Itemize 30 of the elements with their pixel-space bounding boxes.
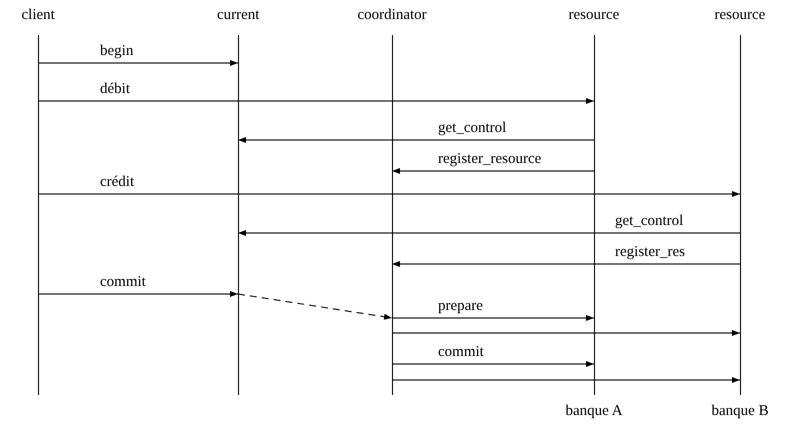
message-label: get_control [615, 212, 684, 230]
message-label: prepare [438, 297, 483, 315]
message-arrow [38, 291, 238, 297]
message-arrow [392, 377, 740, 383]
message-arrow [238, 294, 392, 320]
message-label: register_resource [438, 150, 542, 168]
lifeline-caption: banque A [566, 402, 623, 420]
message-arrow [38, 191, 740, 197]
lifeline-header: current [217, 6, 260, 24]
message-arrow [38, 98, 594, 104]
message-arrow [392, 315, 594, 321]
message-label: begin [100, 42, 134, 60]
lifeline-header: resource [714, 6, 766, 24]
lifeline-header: coordinator [358, 6, 427, 24]
message-arrow [392, 361, 594, 367]
message-label: commit [100, 273, 146, 291]
message-label: débit [100, 80, 130, 98]
lifeline-header: client [22, 6, 55, 24]
lifeline-header: resource [568, 6, 620, 24]
message-label: get_control [438, 119, 506, 137]
message-arrow [392, 330, 740, 336]
message-label: register_res [615, 243, 685, 261]
message-arrow [392, 168, 594, 174]
message-arrow [238, 230, 740, 236]
lifeline-caption: banque B [712, 402, 769, 420]
message-label: commit [438, 343, 484, 361]
message-arrow [38, 60, 238, 66]
message-arrow [392, 261, 740, 267]
message-label: crédit [100, 173, 134, 191]
message-arrow [238, 137, 594, 143]
